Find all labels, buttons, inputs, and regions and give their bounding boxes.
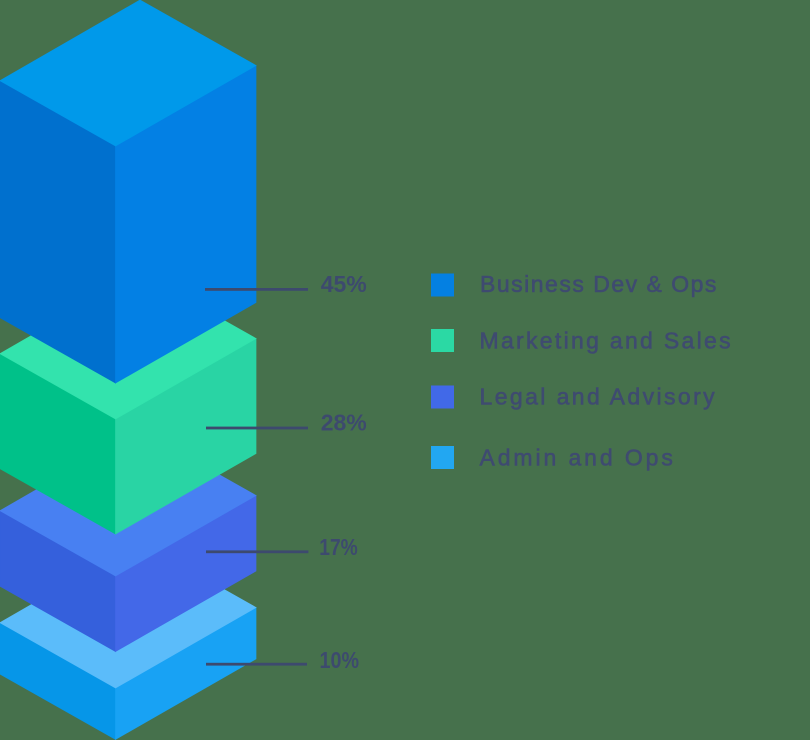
svg-text:Business Dev & Ops: Business Dev & Ops xyxy=(480,271,718,297)
svg-text:17%: 17% xyxy=(319,534,358,560)
svg-text:10%: 10% xyxy=(320,647,360,673)
svg-text:Marketing and Sales: Marketing and Sales xyxy=(480,328,733,354)
svg-text:Legal and Advisory: Legal and Advisory xyxy=(480,384,718,410)
svg-text:45%: 45% xyxy=(321,271,367,297)
svg-text:Admin and Ops: Admin and Ops xyxy=(480,445,676,471)
svg-text:28%: 28% xyxy=(321,410,367,436)
